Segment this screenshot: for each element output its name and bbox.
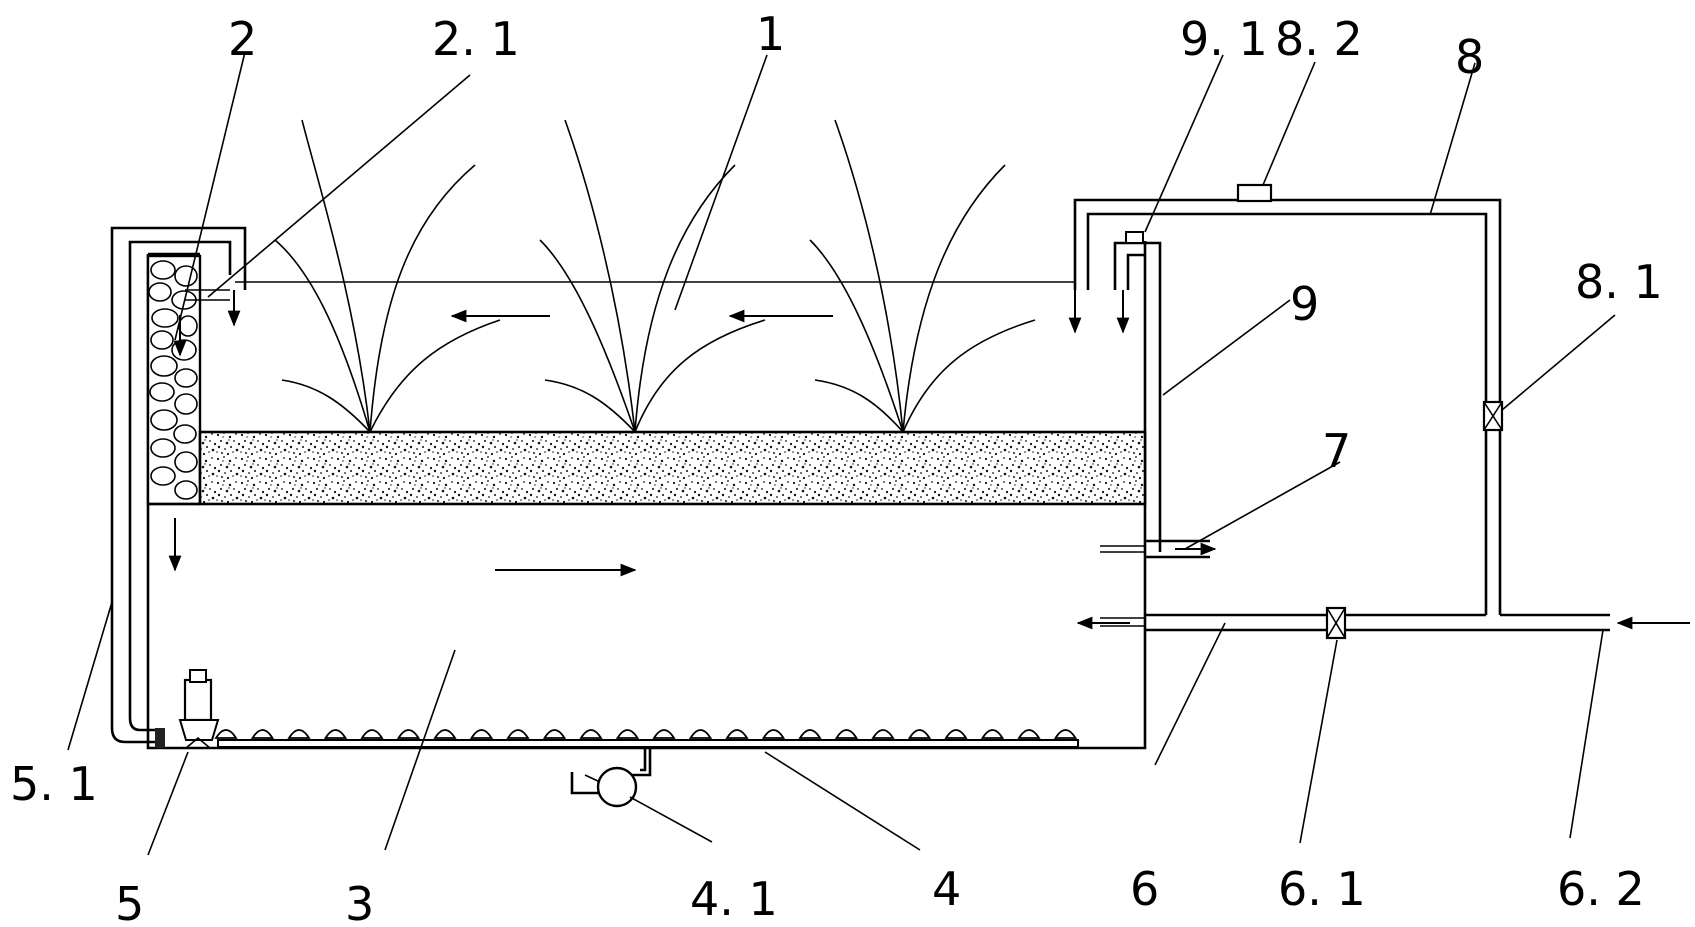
label-4: 4 xyxy=(932,862,961,916)
aeration-diffuser xyxy=(652,729,676,739)
aeration-diffuser xyxy=(433,729,457,739)
label-2: 2 xyxy=(228,12,257,66)
valve-9-1 xyxy=(1125,231,1144,244)
label-3: 3 xyxy=(345,877,374,927)
plant-3 xyxy=(809,119,1036,433)
aeration-diffuser xyxy=(1017,729,1041,739)
aeration-diffusers xyxy=(214,729,1078,739)
vent-8-2 xyxy=(1236,183,1273,203)
leader-lines xyxy=(67,51,1616,856)
plant-2 xyxy=(539,119,766,433)
plant-group xyxy=(274,119,1036,433)
aeration-diffuser xyxy=(360,729,384,739)
inlet-nozzle-2-1 xyxy=(185,289,230,301)
aeration-diffuser xyxy=(214,729,238,739)
aeration-diffuser xyxy=(907,729,932,739)
valve-6-1 xyxy=(1325,606,1347,640)
aeration-diffuser xyxy=(250,729,275,739)
label-9-1: 9. 1 xyxy=(1180,12,1268,66)
label-2-1: 2. 1 xyxy=(432,12,520,66)
label-4-1: 4. 1 xyxy=(690,872,778,926)
substrate-layer xyxy=(198,430,1147,506)
aeration-diffuser xyxy=(871,729,895,739)
label-9: 9 xyxy=(1290,277,1319,331)
label-6-1: 6. 1 xyxy=(1278,862,1366,916)
label-1: 1 xyxy=(756,7,785,61)
aeration-diffuser xyxy=(323,729,348,739)
valve-8-1 xyxy=(1482,400,1504,432)
riser-pipe-9-inner xyxy=(1126,253,1145,290)
plant-1 xyxy=(274,119,501,433)
aeration-diffuser xyxy=(579,729,603,739)
aeration-pipe xyxy=(217,739,1079,748)
aeration-diffuser xyxy=(615,729,640,739)
label-8-1: 8. 1 xyxy=(1575,255,1663,309)
aeration-diffuser xyxy=(287,729,311,739)
label-5: 5 xyxy=(115,877,144,927)
recirculation-pipe-inner xyxy=(128,240,232,732)
aeration-diffuser xyxy=(396,729,421,739)
label-group: 2 2. 1 1 9. 1 8. 2 8 8. 1 9 7 5. 1 5 3 4… xyxy=(10,7,1663,927)
aeration-diffuser xyxy=(506,729,530,739)
riser-pipe-9-outer xyxy=(1113,241,1162,552)
label-6: 6 xyxy=(1130,862,1159,916)
aeration-diffuser xyxy=(834,729,859,739)
aeration-diffuser xyxy=(469,729,494,739)
flow-arrows xyxy=(168,290,1690,630)
aeration-diffuser xyxy=(980,729,1005,739)
label-8-2: 8. 2 xyxy=(1275,12,1363,66)
label-5-1: 5. 1 xyxy=(10,757,98,811)
inlet-pipe-6-stub xyxy=(1100,617,1145,627)
label-7: 7 xyxy=(1322,424,1351,478)
air-blower xyxy=(570,748,652,808)
aeration-diffuser xyxy=(798,729,822,739)
label-8: 8 xyxy=(1455,30,1484,84)
label-6-2: 6. 2 xyxy=(1557,862,1645,916)
bypass-pipe-8-inner xyxy=(1086,212,1488,615)
recirculation-pipe-outer xyxy=(110,226,247,744)
aeration-diffuser xyxy=(1053,729,1078,739)
aeration-diffuser xyxy=(761,729,786,739)
gravel-filter-column xyxy=(146,254,202,506)
aeration-diffuser xyxy=(725,729,749,739)
aeration-diffuser xyxy=(688,729,713,739)
aeration-diffuser xyxy=(944,729,968,739)
submersible-pump xyxy=(155,669,220,749)
aeration-diffuser xyxy=(542,729,567,739)
